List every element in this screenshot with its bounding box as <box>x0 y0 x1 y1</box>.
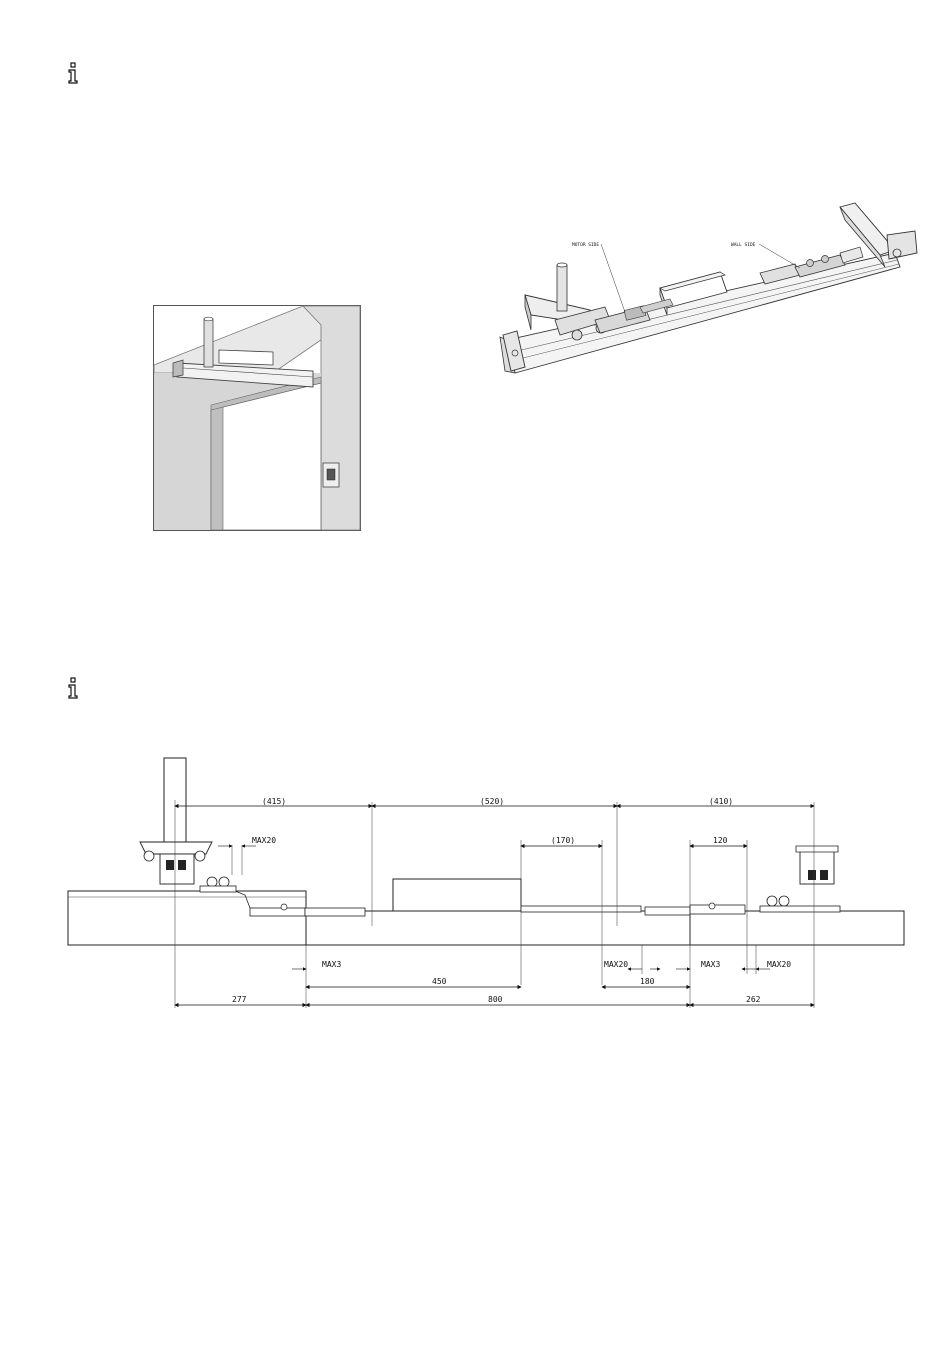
dim-max20-right: MAX20 <box>767 960 791 969</box>
motor-side-label: MOTOR SIDE <box>572 242 599 248</box>
dim-max3-right: MAX3 <box>701 960 720 969</box>
technical-dimension-drawing: (415) (520) (410) MAX20 (170) 120 MAX3 M… <box>60 750 920 1020</box>
dim-max20-left: MAX20 <box>252 836 276 845</box>
dim-max20-mid: MAX20 <box>604 960 628 969</box>
dim-top-410: (410) <box>709 797 733 806</box>
dim-top-520: (520) <box>480 797 504 806</box>
dim-180: 180 <box>640 977 655 986</box>
dim-277: 277 <box>232 995 247 1004</box>
dim-170: (170) <box>551 836 575 845</box>
dim-top-415: (415) <box>262 797 286 806</box>
info-icon <box>66 677 80 699</box>
info-icon <box>66 62 80 84</box>
dim-450: 450 <box>432 977 447 986</box>
dim-262: 262 <box>746 995 761 1004</box>
wall-side-label: WALL SIDE <box>731 242 756 248</box>
installation-illustration <box>153 305 361 531</box>
dim-800: 800 <box>488 995 503 1004</box>
track-perspective-drawing: MOTOR SIDE WALL SIDE <box>495 195 920 390</box>
dim-120: 120 <box>713 836 728 845</box>
dim-max3-left: MAX3 <box>322 960 341 969</box>
